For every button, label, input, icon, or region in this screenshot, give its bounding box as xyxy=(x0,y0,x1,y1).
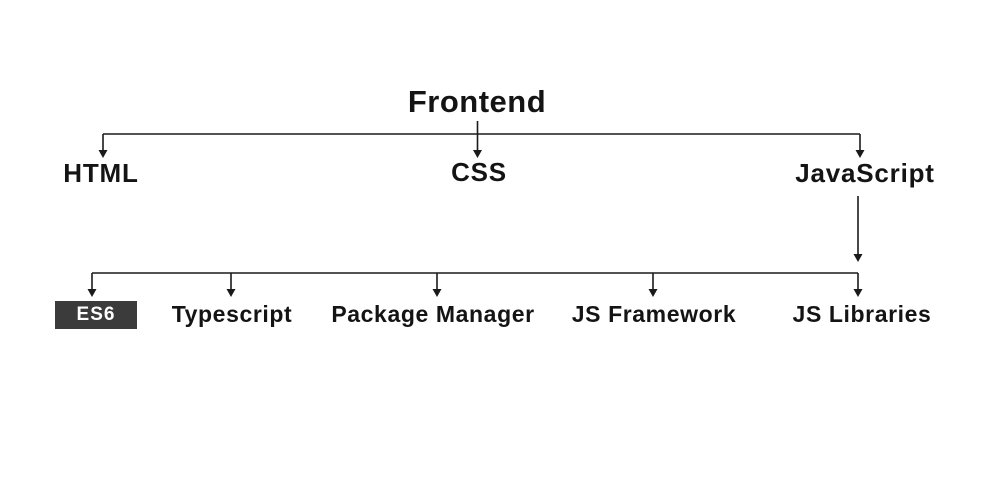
arrow-down-icon xyxy=(98,150,108,158)
arrow-down-icon xyxy=(853,254,863,262)
arrow-down-icon xyxy=(648,289,658,297)
node-typescript: Typescript xyxy=(171,301,293,327)
node-package-manager: Package Manager xyxy=(331,301,535,327)
node-css: CSS xyxy=(451,157,507,187)
arrow-down-icon xyxy=(432,289,442,297)
node-js-libraries: JS Libraries xyxy=(792,301,932,327)
arrow-down-icon xyxy=(855,150,865,158)
node-es6-highlighted: ES6 xyxy=(55,301,137,329)
node-js-framework: JS Framework xyxy=(571,301,737,327)
arrow-down-icon xyxy=(473,150,482,158)
root-node-frontend: Frontend xyxy=(407,84,547,119)
arrow-down-icon xyxy=(226,289,236,297)
arrow-down-icon xyxy=(87,289,97,297)
node-javascript: JavaScript xyxy=(795,158,935,188)
node-es6-label: ES6 xyxy=(76,304,116,325)
arrow-down-icon xyxy=(853,289,863,297)
node-html: HTML xyxy=(63,158,139,188)
